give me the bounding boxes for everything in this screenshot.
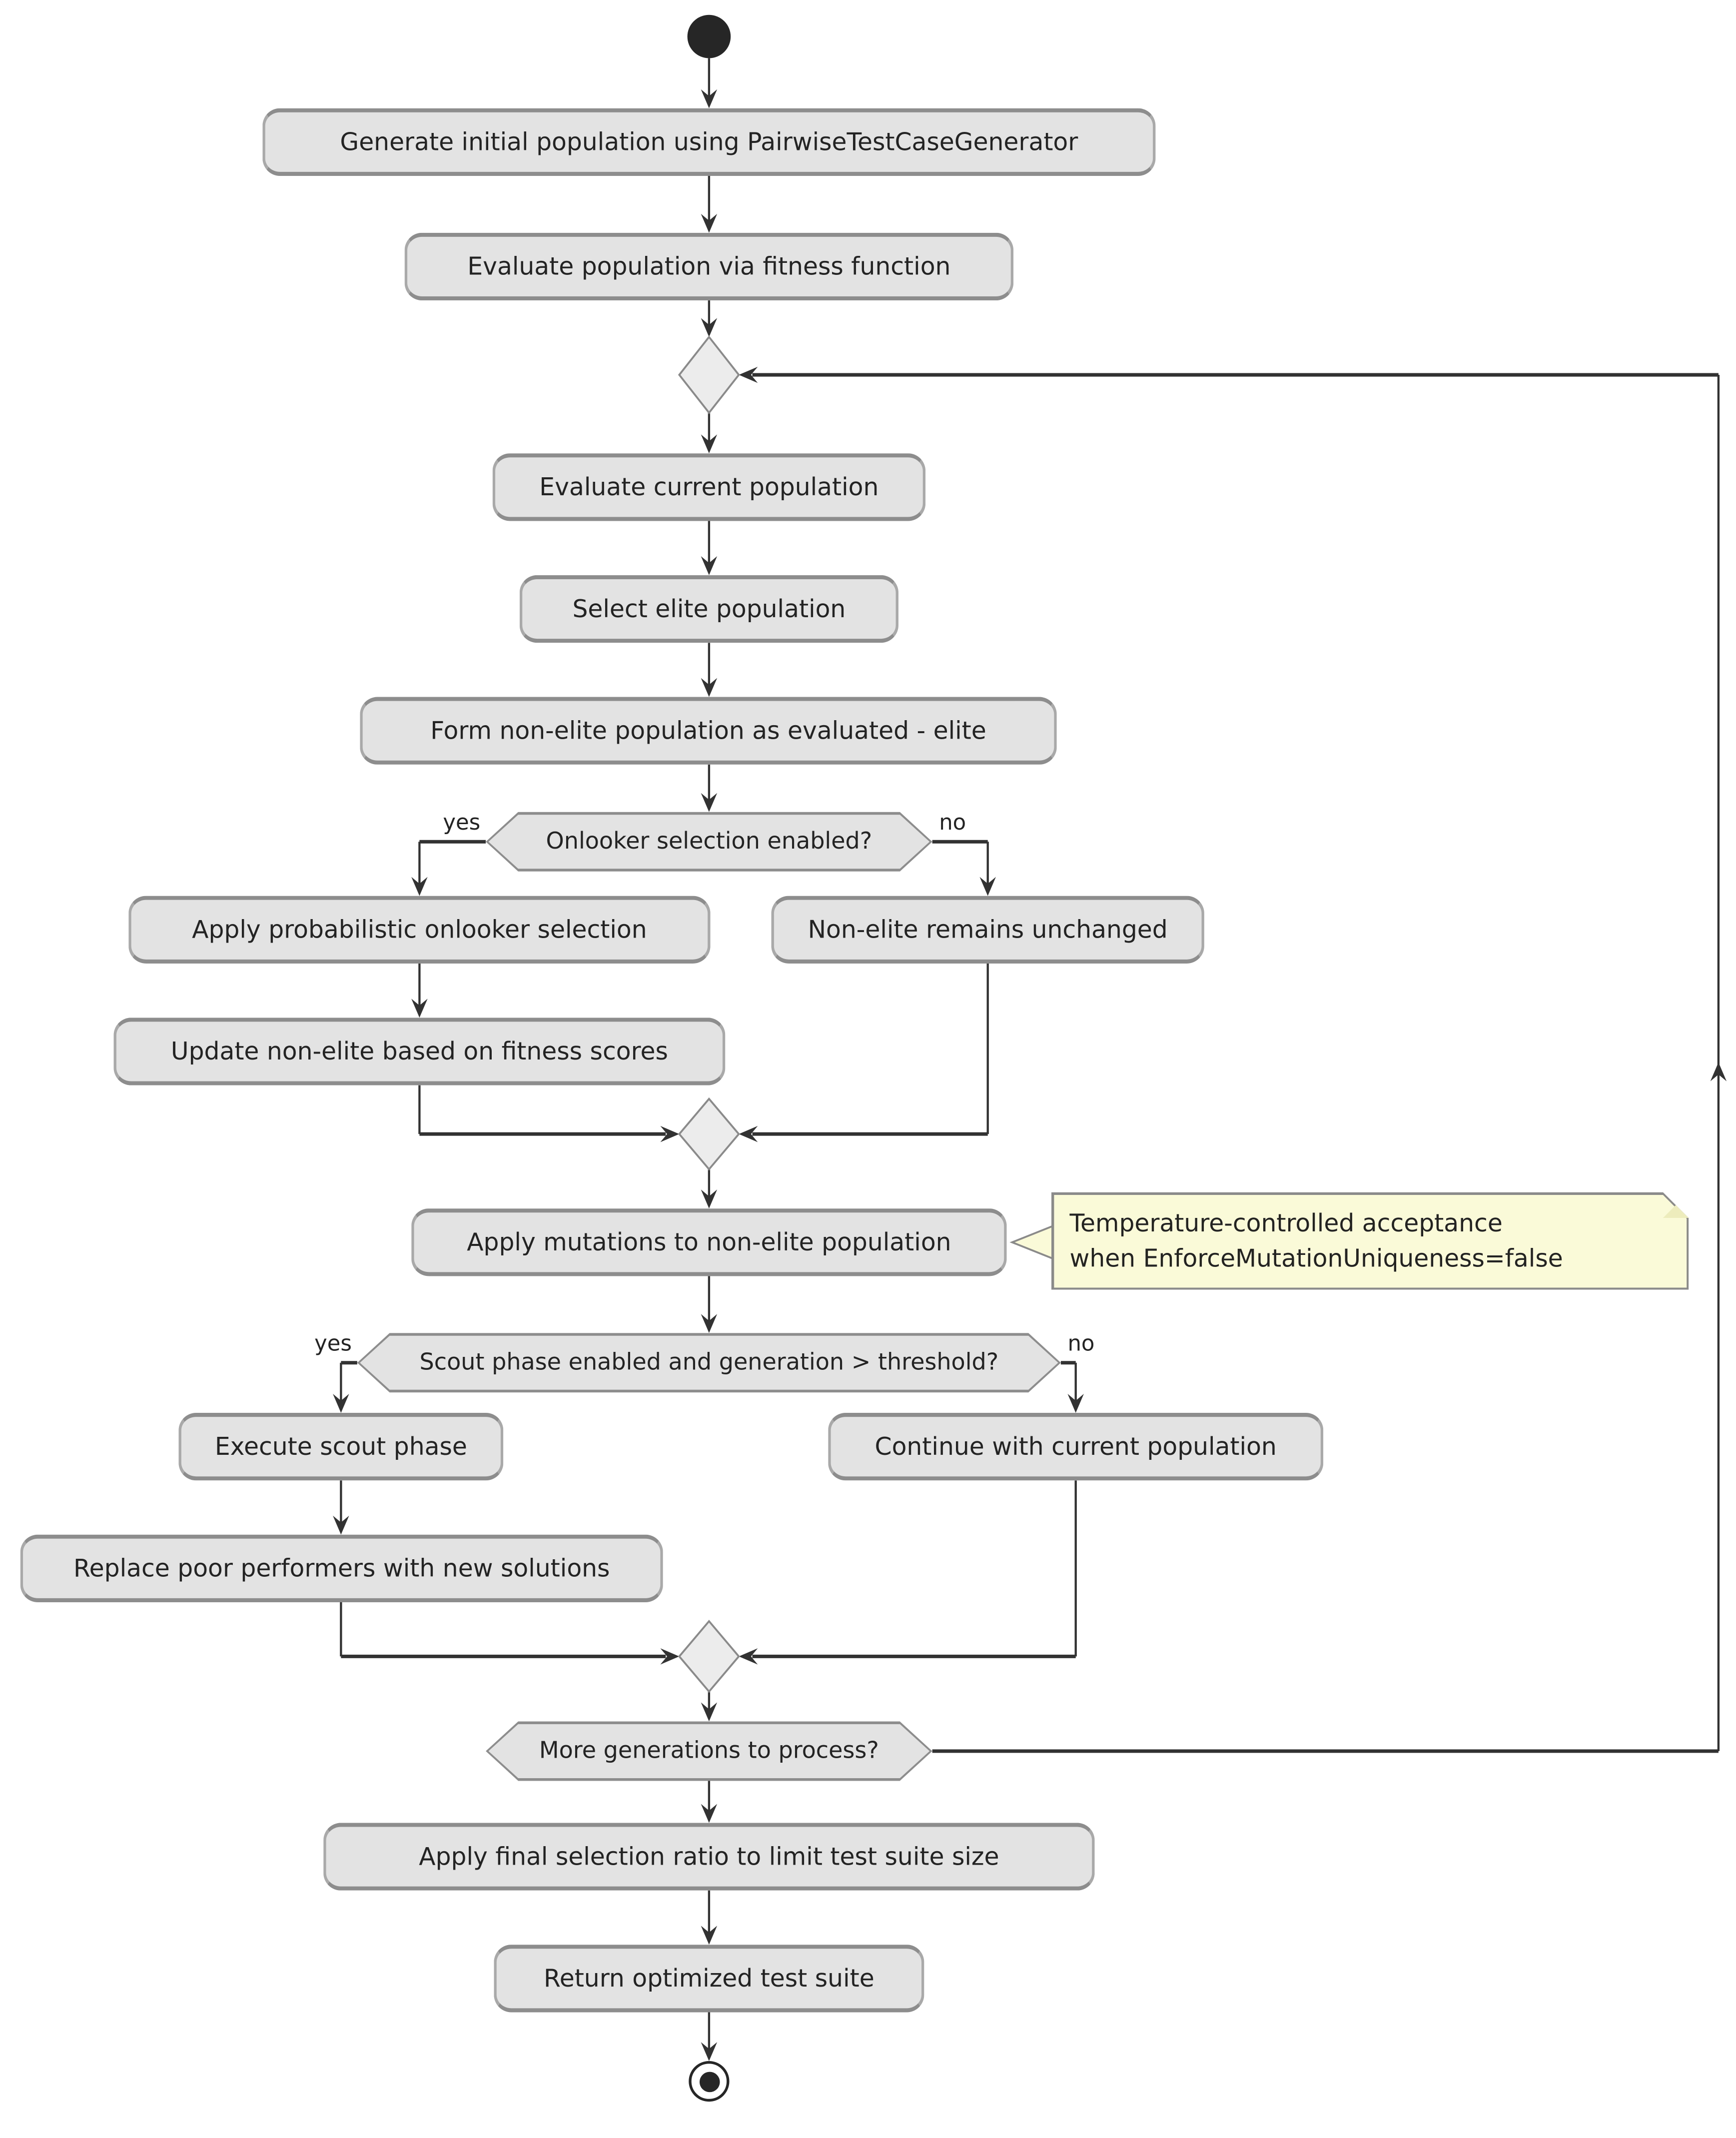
label-onlooker-no: no	[939, 809, 966, 835]
decision-scout-phase-body: Scout phase enabled and generation > thr…	[360, 1336, 1058, 1390]
decision-scout-phase: Scout phase enabled and generation > thr…	[357, 1333, 1061, 1392]
note-line-2: when EnforceMutationUniqueness=false	[1069, 1244, 1563, 1273]
merge-diamond-bottom	[678, 1620, 740, 1693]
merge-diamond-top	[678, 335, 740, 414]
activity-apply-final-selection-ratio: Apply final selection ratio to limit tes…	[323, 1823, 1095, 1891]
end-node-dot	[699, 2071, 720, 2092]
activity-evaluate-current-population: Evaluate current population	[492, 453, 926, 521]
activity-select-elite-population: Select elite population	[519, 575, 898, 643]
activity-update-non-elite: Update non-elite based on fitness scores	[113, 1018, 726, 1085]
label-scout-yes: yes	[314, 1330, 352, 1356]
note-body: Temperature-controlled acceptance when E…	[1053, 1194, 1687, 1288]
end-node	[689, 2061, 730, 2102]
decision-more-generations-label: More generations to process?	[539, 1737, 879, 1765]
activity-replace-poor-performers: Replace poor performers with new solutio…	[20, 1534, 663, 1603]
start-node	[687, 14, 731, 58]
label-onlooker-yes: yes	[443, 809, 481, 835]
decision-onlooker-selection: Onlooker selection enabled?	[486, 812, 932, 872]
activity-form-non-elite-population: Form non-elite population as evaluated -…	[360, 697, 1057, 765]
decision-scout-phase-label: Scout phase enabled and generation > thr…	[419, 1349, 999, 1376]
activity-non-elite-unchanged: Non-elite remains unchanged	[771, 896, 1204, 964]
decision-more-generations-body: More generations to process?	[489, 1724, 930, 1778]
decision-onlooker-selection-body: Onlooker selection enabled?	[489, 815, 930, 869]
activity-return-optimized-suite: Return optimized test suite	[494, 1945, 924, 2013]
activity-apply-mutations: Apply mutations to non-elite population	[411, 1208, 1007, 1276]
activity-apply-onlooker-selection: Apply probabilistic onlooker selection	[128, 896, 711, 964]
note-temperature-acceptance: Temperature-controlled acceptance when E…	[1051, 1192, 1689, 1290]
activity-generate-initial-population: Generate initial population using Pairwi…	[262, 108, 1156, 176]
connectors	[333, 58, 1727, 2061]
label-scout-no: no	[1067, 1330, 1095, 1356]
note-connector	[1009, 1224, 1054, 1260]
merge-diamond-mid	[678, 1097, 740, 1171]
decision-more-generations: More generations to process?	[486, 1721, 932, 1781]
activity-continue-current-population: Continue with current population	[828, 1412, 1324, 1481]
activity-evaluate-population-fitness: Evaluate population via fitness function	[404, 232, 1014, 301]
activity-execute-scout-phase: Execute scout phase	[178, 1412, 504, 1481]
decision-onlooker-selection-label: Onlooker selection enabled?	[546, 828, 872, 856]
note-line-1: Temperature-controlled acceptance	[1069, 1209, 1503, 1238]
